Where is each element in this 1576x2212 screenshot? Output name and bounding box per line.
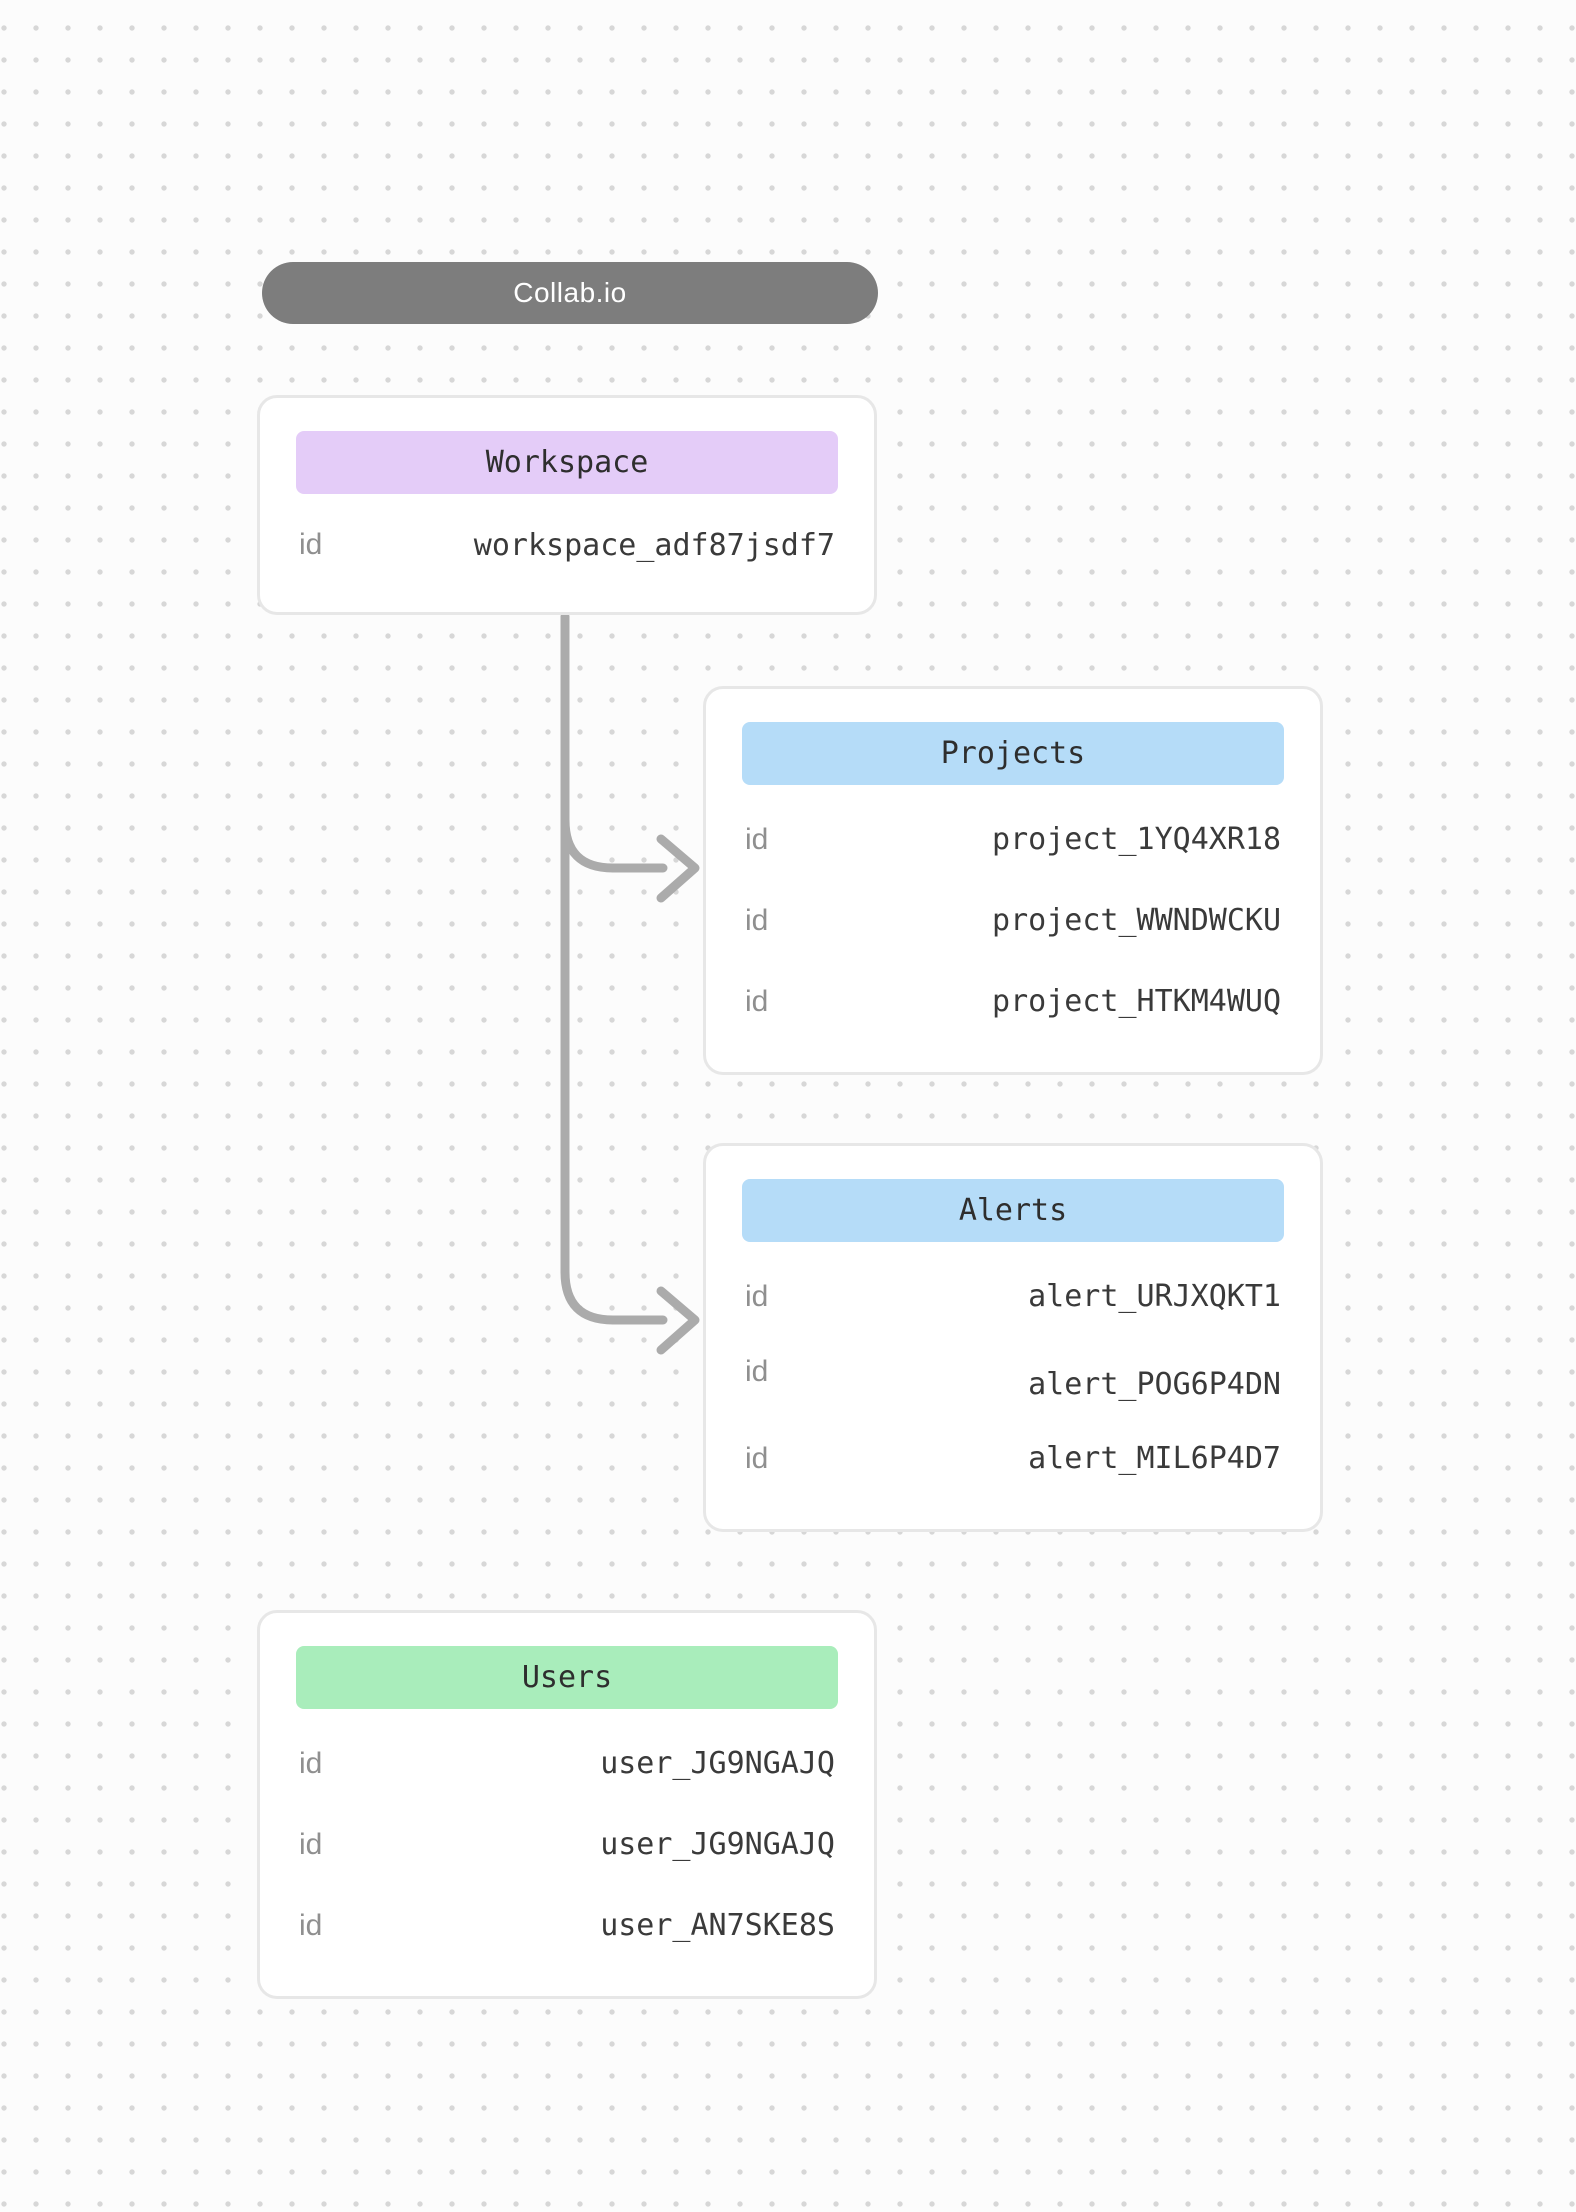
field-label: id xyxy=(745,984,769,1018)
connector-workspace-alerts xyxy=(560,612,668,1325)
diagram-title-pill: Collab.io xyxy=(262,262,878,324)
field-label: id xyxy=(299,1746,323,1780)
field-value: user_JG9NGAJQ xyxy=(600,1827,835,1862)
table-row: id alert_POG6P4DN xyxy=(742,1337,1284,1418)
entity-card-users: Users id user_JG9NGAJQ id user_JG9NGAJQ … xyxy=(257,1610,877,1999)
entity-header-workspace: Workspace xyxy=(296,431,838,494)
field-value: alert_MIL6P4D7 xyxy=(1028,1441,1281,1476)
field-label: id xyxy=(299,1827,323,1861)
field-label: id xyxy=(745,903,769,937)
field-value: workspace_adf87jsdf7 xyxy=(473,527,835,563)
field-label: id xyxy=(745,1279,769,1313)
field-value: project_HTKM4WUQ xyxy=(992,984,1281,1019)
table-row: id alert_MIL6P4D7 xyxy=(742,1418,1284,1499)
field-value: user_AN7SKE8S xyxy=(600,1908,835,1943)
field-label: id xyxy=(745,1354,769,1388)
diagram-title: Collab.io xyxy=(513,277,627,308)
table-row: id workspace_adf87jsdf7 xyxy=(296,508,838,582)
field-value: alert_URJXQKT1 xyxy=(1028,1279,1281,1314)
field-value: project_1YQ4XR18 xyxy=(992,822,1281,857)
entity-header-projects: Projects xyxy=(742,722,1284,785)
field-value: alert_POG6P4DN xyxy=(1028,1367,1281,1402)
table-row: id user_JG9NGAJQ xyxy=(296,1804,838,1885)
entity-card-alerts: Alerts id alert_URJXQKT1 id alert_POG6P4… xyxy=(703,1143,1323,1532)
table-row: id project_HTKM4WUQ xyxy=(742,961,1284,1042)
field-label: id xyxy=(299,528,323,561)
entity-header-users: Users xyxy=(296,1646,838,1709)
field-value: project_WWNDWCKU xyxy=(992,903,1281,938)
table-row: id alert_URJXQKT1 xyxy=(742,1256,1284,1337)
table-row: id project_1YQ4XR18 xyxy=(742,799,1284,880)
arrowhead-projects-icon xyxy=(656,834,700,903)
arrowhead-alerts-icon xyxy=(656,1286,700,1355)
entity-header-alerts: Alerts xyxy=(742,1179,1284,1242)
entity-card-workspace: Workspace id workspace_adf87jsdf7 xyxy=(257,395,877,615)
field-value: user_JG9NGAJQ xyxy=(600,1746,835,1781)
table-row: id project_WWNDWCKU xyxy=(742,880,1284,961)
table-row: id user_AN7SKE8S xyxy=(296,1885,838,1966)
field-label: id xyxy=(299,1908,323,1942)
field-label: id xyxy=(745,1441,769,1475)
connector-workspace-projects xyxy=(560,612,668,873)
entity-card-projects: Projects id project_1YQ4XR18 id project_… xyxy=(703,686,1323,1075)
field-label: id xyxy=(745,822,769,856)
table-row: id user_JG9NGAJQ xyxy=(296,1723,838,1804)
